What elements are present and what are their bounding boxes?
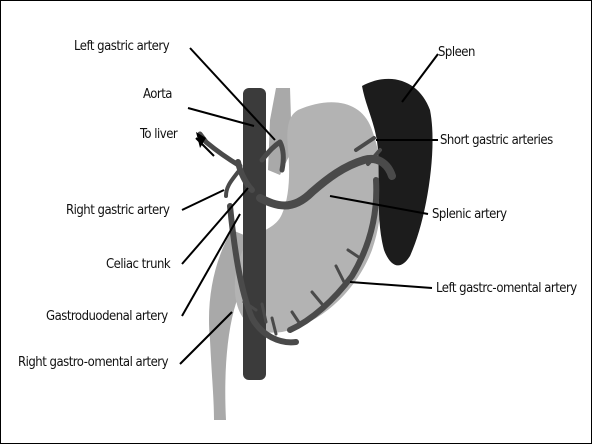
- label-to-liver: To liver: [140, 128, 177, 141]
- leader-right-gastric-artery: [182, 190, 224, 210]
- label-splenic-artery: Splenic artery: [432, 208, 507, 221]
- hepatic-artery: [200, 134, 240, 166]
- label-celiac-trunk: Celiac trunk: [106, 258, 170, 271]
- leader-left-gastro-omental-artery: [350, 282, 432, 288]
- label-right-gastro-omental-artery: Right gastro-omental artery: [18, 356, 168, 369]
- label-left-gastric-artery: Left gastric artery: [74, 40, 169, 53]
- aorta: [243, 88, 266, 380]
- label-aorta: Aorta: [143, 88, 172, 101]
- label-gastroduodenal-artery: Gastroduodenal artery: [46, 310, 168, 323]
- label-right-gastric-artery: Right gastric artery: [66, 204, 169, 217]
- right-gastric-artery: [226, 172, 238, 196]
- label-short-gastric-arteries: Short gastric arteries: [440, 134, 553, 147]
- label-spleen: Spleen: [438, 46, 475, 59]
- label-left-gastro-omental-artery: Left gastrc-omental artery: [436, 282, 577, 295]
